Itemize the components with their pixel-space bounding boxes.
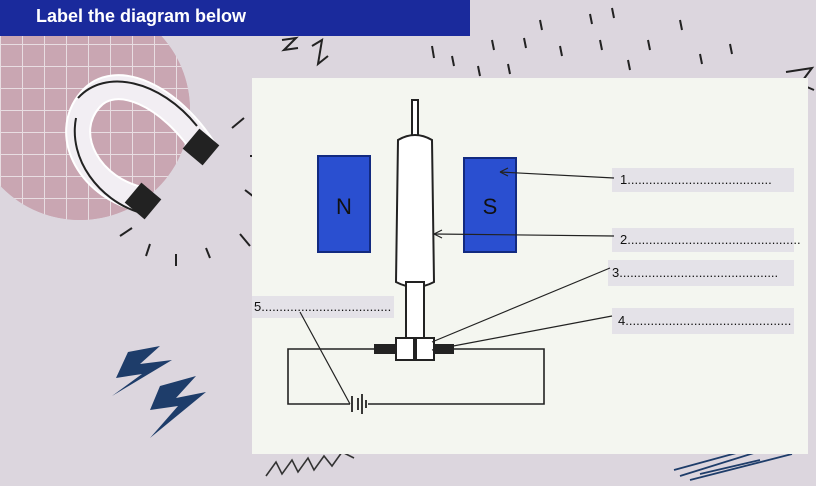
label-box-4 [612,308,794,334]
lightning-bolt-icon [112,346,206,438]
tick-mark-doodles [431,7,733,77]
title-banner [0,0,470,36]
horseshoe-magnet-icon [65,74,262,266]
label-1-blank: ....................................... [630,172,772,187]
label-5: 5.................................... [254,299,391,314]
label-1: 1.......................................… [620,172,772,187]
label-1-number: 1. [620,172,631,187]
magnet-north-label: N [336,194,352,219]
label-box-2 [612,228,794,252]
zigzag-small-doodle-icon [281,36,329,67]
label-2-blank: ........................................… [630,232,801,247]
zigzag-doodle-icon [265,450,355,477]
label-3-blank: ........................................… [622,265,779,280]
magnet-south [463,157,517,253]
page-title: Label the diagram below [36,6,247,26]
commutator-and-brushes [374,337,454,361]
label-3-number: 3. [612,265,623,280]
scribble-doodle-icon [673,447,793,481]
external-circuit [287,348,545,405]
magnet-south-label: S [483,194,498,219]
label-2-number: 2. [620,232,631,247]
label-4: 4.......................................… [618,313,791,328]
label-2: 2.......................................… [620,232,801,247]
label-pointer-lines [299,167,615,405]
label-3: 3.......................................… [612,265,778,280]
label-box-3 [608,260,794,286]
label-5-number: 5. [254,299,265,314]
armature-coil [394,99,436,343]
label-4-number: 4. [618,313,629,328]
label-box-1 [612,168,794,192]
battery-cell [351,394,367,414]
label-box-5 [252,296,394,318]
label-5-blank: ................................... [264,299,392,314]
magnet-north [317,155,371,253]
label-4-blank: ........................................… [628,313,792,328]
